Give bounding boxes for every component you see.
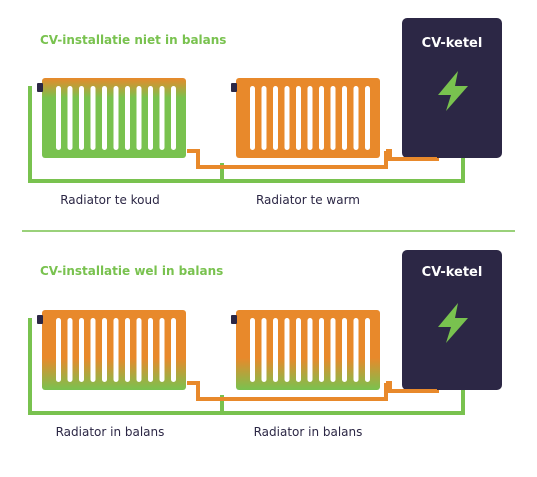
radiator-fin <box>102 318 107 382</box>
radiator-fin <box>319 86 324 150</box>
radiator-fin <box>113 318 119 382</box>
pipes <box>28 318 465 415</box>
boiler-label: CV-ketel <box>422 265 483 280</box>
radiator-balanced-right: Radiator in balans <box>231 310 380 439</box>
radiator-fin <box>307 318 313 382</box>
radiator-fin <box>171 86 176 150</box>
radiator-fin <box>136 318 142 382</box>
radiator-fin <box>296 86 301 150</box>
radiator-fin <box>250 318 255 382</box>
radiator-fin <box>353 86 359 150</box>
radiator-fin <box>90 318 96 382</box>
radiator-valve <box>231 83 237 92</box>
radiator-fins <box>56 86 176 150</box>
radiator-fin <box>125 318 130 382</box>
radiator-fin <box>102 86 107 150</box>
boiler: CV-ketel <box>402 18 502 158</box>
radiator-fin <box>90 86 96 150</box>
radiator-fin <box>365 318 370 382</box>
radiator-fins <box>56 318 176 382</box>
radiator-fin <box>261 318 267 382</box>
radiator-valve <box>231 315 237 324</box>
radiator-fin <box>284 86 290 150</box>
radiator-fin <box>148 318 153 382</box>
radiator-fin <box>273 318 278 382</box>
radiator-caption: Radiator in balans <box>56 425 165 439</box>
radiator-fin <box>342 86 347 150</box>
radiator-fin <box>67 318 73 382</box>
boiler: CV-ketel <box>402 250 502 390</box>
radiator-cold: Radiator te koud <box>37 78 186 207</box>
radiator-fin <box>56 86 61 150</box>
radiator-valve <box>37 83 43 92</box>
radiator-fin <box>273 86 278 150</box>
section-title: CV-installatie wel in balans <box>40 264 223 278</box>
lightning-bolt-icon <box>438 71 468 111</box>
radiator-fin <box>113 86 119 150</box>
radiator-fin <box>159 86 165 150</box>
radiator-fin <box>330 86 336 150</box>
radiator-fins <box>250 318 370 382</box>
pipes <box>28 86 465 183</box>
radiator-fin <box>284 318 290 382</box>
radiator-fin <box>296 318 301 382</box>
section-balanced: CV-installatie wel in balans CV-ketel Ra… <box>28 250 502 439</box>
radiator-fin <box>67 86 73 150</box>
radiator-fin <box>125 86 130 150</box>
radiator-caption: Radiator te koud <box>60 193 160 207</box>
lightning-bolt-icon <box>438 303 468 343</box>
radiator-fin <box>56 318 61 382</box>
radiator-fin <box>261 86 267 150</box>
radiator-hot: Radiator te warm <box>231 78 380 207</box>
radiator-fin <box>342 318 347 382</box>
radiator-fin <box>148 86 153 150</box>
radiator-fin <box>307 86 313 150</box>
radiator-fins <box>250 86 370 150</box>
radiator-fin <box>171 318 176 382</box>
section-unbalanced: CV-installatie niet in balans CV-ketel R… <box>28 18 502 207</box>
radiator-valve <box>37 315 43 324</box>
radiator-fin <box>250 86 255 150</box>
radiator-fin <box>330 318 336 382</box>
radiator-fin <box>79 86 84 150</box>
radiator-fin <box>365 86 370 150</box>
boiler-label: CV-ketel <box>422 36 483 51</box>
radiator-caption: Radiator te warm <box>256 193 360 207</box>
radiator-fin <box>159 318 165 382</box>
section-title: CV-installatie niet in balans <box>40 33 226 47</box>
radiator-fin <box>319 318 324 382</box>
radiator-caption: Radiator in balans <box>254 425 363 439</box>
radiator-balanced-left: Radiator in balans <box>37 310 186 439</box>
radiator-fin <box>79 318 84 382</box>
radiator-fin <box>136 86 142 150</box>
radiator-fin <box>353 318 359 382</box>
